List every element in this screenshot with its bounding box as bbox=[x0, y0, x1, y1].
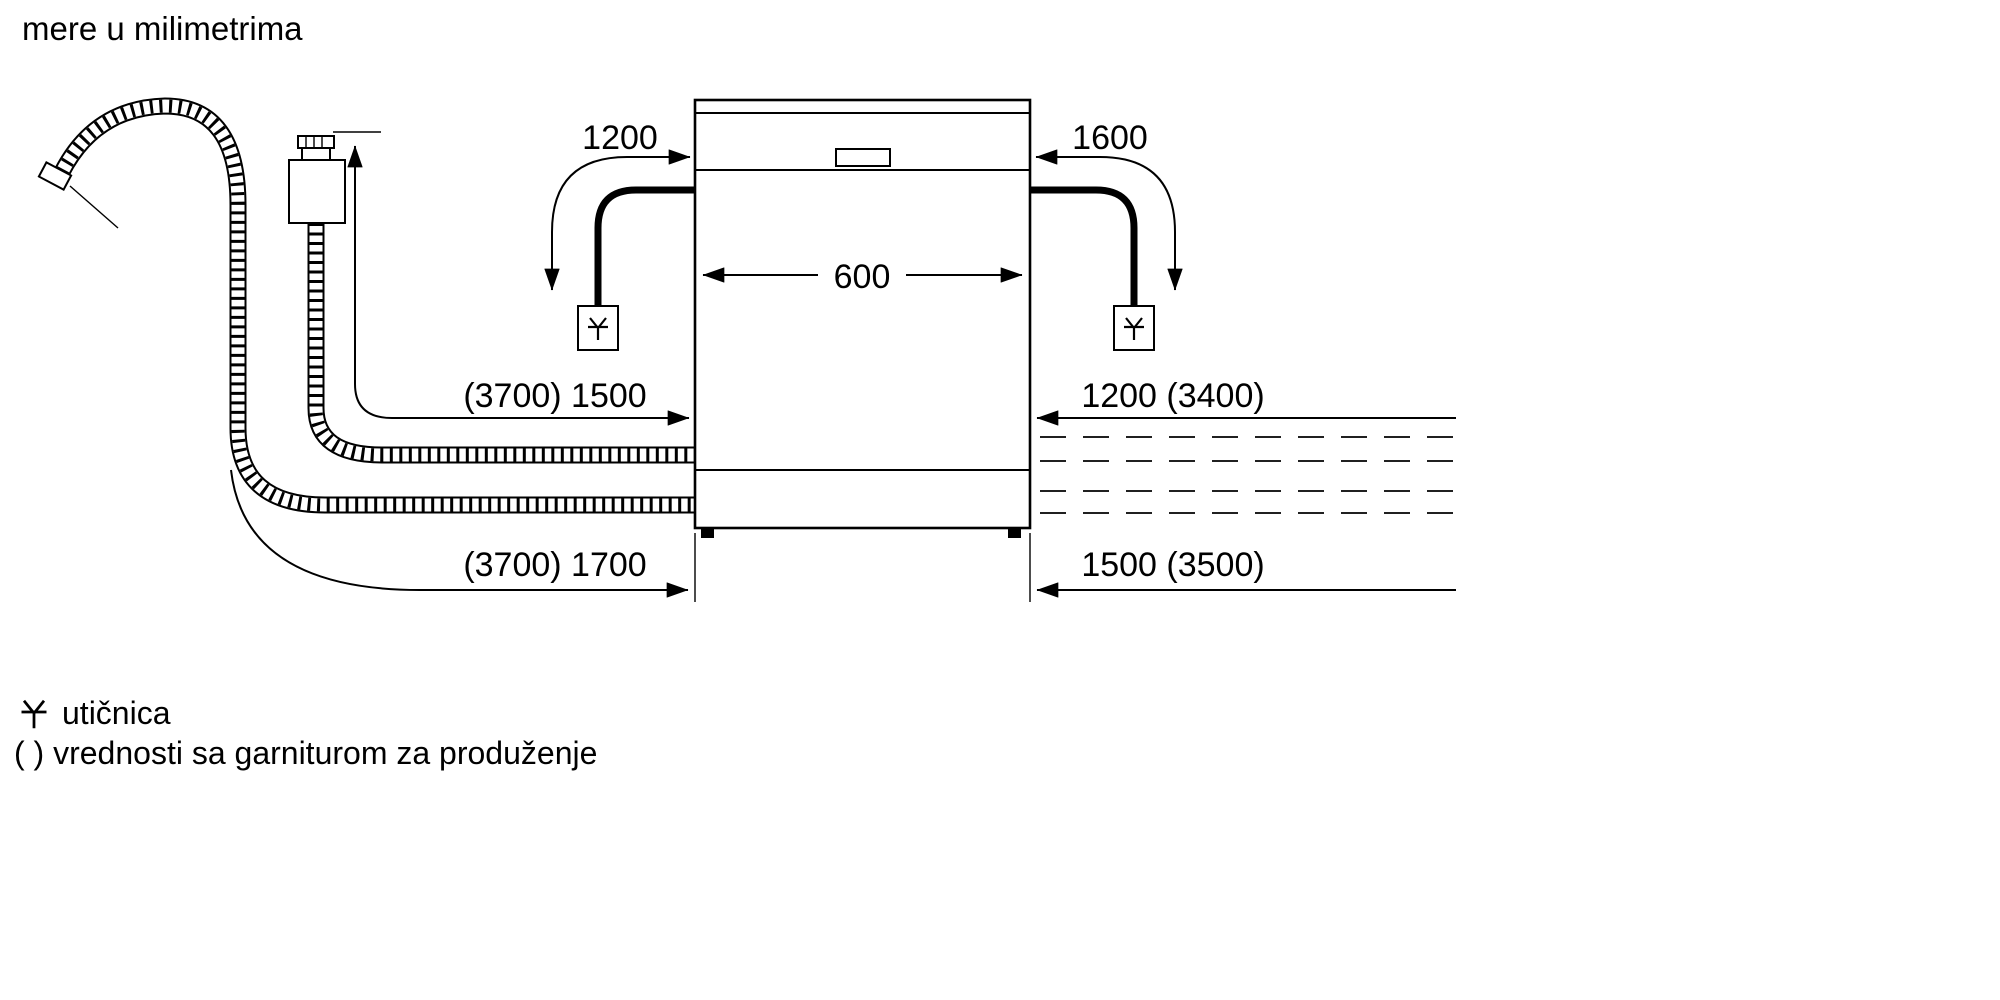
dimension-cable-right: 1600 bbox=[1035, 119, 1183, 291]
page-title: mere u milimetrima bbox=[22, 10, 303, 47]
extension-dashed-lines bbox=[1040, 436, 1456, 514]
dimension-drain-hose: (3700) 1700 bbox=[230, 469, 689, 598]
dim-label-width: 600 bbox=[834, 258, 891, 296]
dimension-cable-left: 1200 bbox=[544, 119, 691, 291]
control-panel-display bbox=[835, 148, 891, 167]
appliance-foot-left bbox=[701, 528, 714, 538]
drain-hose-end-cap bbox=[37, 161, 73, 191]
supply-hose bbox=[316, 223, 700, 455]
dim-label-cable-right: 1600 bbox=[1072, 119, 1148, 157]
dimension-right-lower: 1500 (3500) bbox=[1036, 546, 1456, 598]
dishwasher-outline bbox=[693, 98, 1032, 538]
aquastop-valve bbox=[288, 135, 346, 224]
power-cable-right bbox=[1030, 186, 1155, 351]
dim-label-drain-hose: (3700) 1700 bbox=[463, 546, 646, 584]
drain-hose-end-pointer bbox=[69, 185, 119, 229]
dim-label-cable-left: 1200 bbox=[582, 119, 658, 157]
dimension-right-upper: 1200 (3400) bbox=[1036, 377, 1456, 426]
power-cable-left bbox=[577, 186, 700, 351]
legend-extension-note: ( ) vrednosti sa garniturom za produženj… bbox=[14, 735, 597, 771]
drain-hose bbox=[37, 106, 700, 505]
dim-label-supply-hose: (3700) 1500 bbox=[463, 377, 646, 415]
legend-socket-label: utičnica bbox=[62, 695, 171, 731]
dim-label-right-upper: 1200 (3400) bbox=[1081, 377, 1264, 415]
legend: utičnica ( ) vrednosti sa garniturom za … bbox=[14, 695, 597, 771]
appliance-foot-right bbox=[1008, 528, 1021, 538]
dim-label-right-lower: 1500 (3500) bbox=[1081, 546, 1264, 584]
socket-icon bbox=[20, 699, 48, 730]
dimension-supply-hose: (3700) 1500 bbox=[333, 131, 690, 426]
dimension-appliance-width: 600 bbox=[702, 253, 1023, 297]
